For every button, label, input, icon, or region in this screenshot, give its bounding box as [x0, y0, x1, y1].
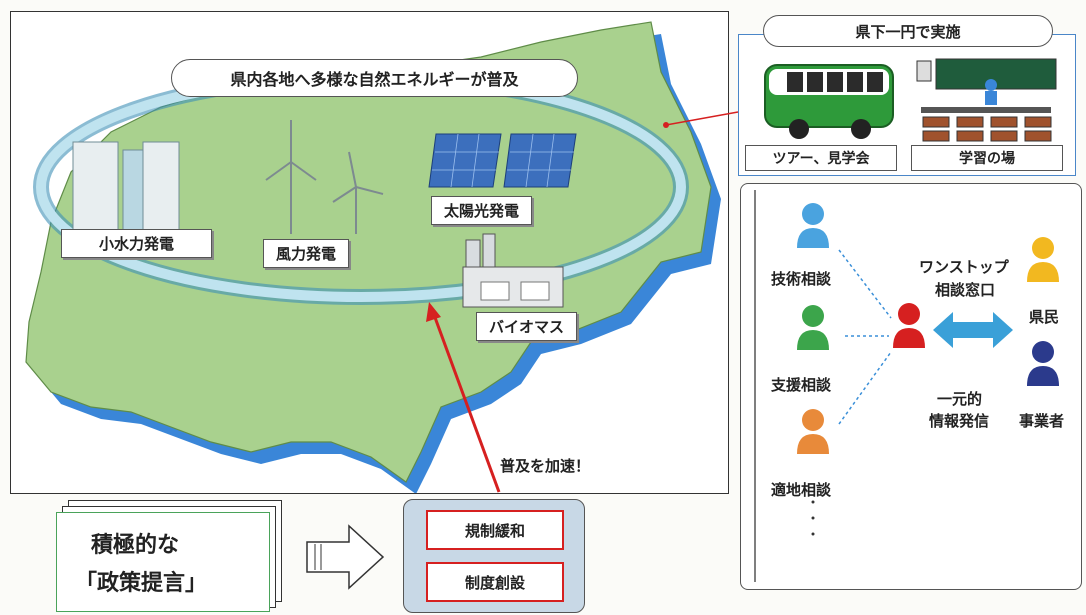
deregulation-box: 規制緩和: [426, 510, 564, 550]
outreach-title-text: 県下一円で実施: [855, 22, 961, 41]
person-navy-icon: [1027, 341, 1059, 386]
learning-label: 学習の場: [911, 145, 1063, 171]
accelerate-label: 普及を加速！: [500, 457, 591, 475]
hydro-dam-icon: [72, 141, 180, 238]
label-biomass: バイオマス: [476, 312, 578, 341]
policy-sheet-front: 積極的な 「政策提言」: [56, 512, 270, 612]
prefecture-map: [25, 21, 721, 493]
consultation-diagram: [754, 190, 1059, 582]
policy-result-panel: 規制緩和 制度創設: [403, 499, 585, 613]
label-tech: 技術相談: [771, 270, 832, 288]
solar-panel-icon: [428, 133, 577, 188]
tour-label-text: ツアー、見学会: [772, 151, 870, 167]
learning-label-text: 学習の場: [959, 151, 1015, 167]
deregulation-text: 規制緩和: [464, 521, 525, 540]
double-arrow-icon: [933, 312, 1013, 348]
policy-line2: 「政策提言」: [75, 571, 208, 596]
outreach-title: 県下一円で実施: [763, 15, 1053, 47]
person-green-icon: [797, 305, 829, 350]
bus-icon: [764, 64, 894, 139]
label-business: 事業者: [1019, 412, 1065, 430]
tour-label: ツアー、見学会: [745, 145, 897, 171]
classroom-icon: [916, 58, 1057, 142]
accelerate-arrow: [431, 311, 501, 493]
policy-arrow-icon: [306, 524, 385, 590]
person-blue-icon: [797, 203, 829, 248]
policy-line1: 積極的な: [91, 533, 180, 558]
person-red-icon: [893, 303, 925, 348]
label-unified-2: 情報発信: [929, 412, 990, 430]
label-unified-1: 一元的: [937, 390, 983, 408]
label-wind: 風力発電: [263, 239, 350, 268]
label-citizens: 県民: [1029, 308, 1060, 326]
map-panel: 県内各地へ多様な自然エネルギーが普及 小水力発電 風力発電 太陽光発電 バイオマ…: [10, 11, 729, 494]
label-solar: 太陽光発電: [431, 196, 533, 225]
biomass-plant-icon: [462, 233, 564, 308]
new-system-text: 制度創設: [464, 573, 525, 592]
consultation-panel: 技術相談 支援相談 適地相談 ワンストップ 相談窓口 一元的 情報発信 県民 事…: [740, 183, 1082, 590]
person-orange-icon: [797, 409, 829, 454]
label-one-stop-1: ワンストップ: [919, 258, 1009, 276]
map-banner-text: 県内各地へ多様な自然エネルギーが普及: [230, 70, 519, 89]
new-system-box: 制度創設: [426, 562, 564, 602]
map-banner: 県内各地へ多様な自然エネルギーが普及: [171, 59, 578, 97]
person-yellow-icon: [1027, 237, 1059, 282]
label-siting: 適地相談: [771, 481, 832, 499]
label-hydro: 小水力発電: [61, 229, 212, 258]
connector-line: [663, 111, 739, 128]
label-one-stop-2: 相談窓口: [935, 281, 996, 299]
outreach-panel: 県下一円で実施 ツアー、見学会 学習の場: [738, 15, 1076, 176]
wind-turbine-icon: [265, 120, 384, 234]
label-support: 支援相談: [771, 376, 832, 394]
